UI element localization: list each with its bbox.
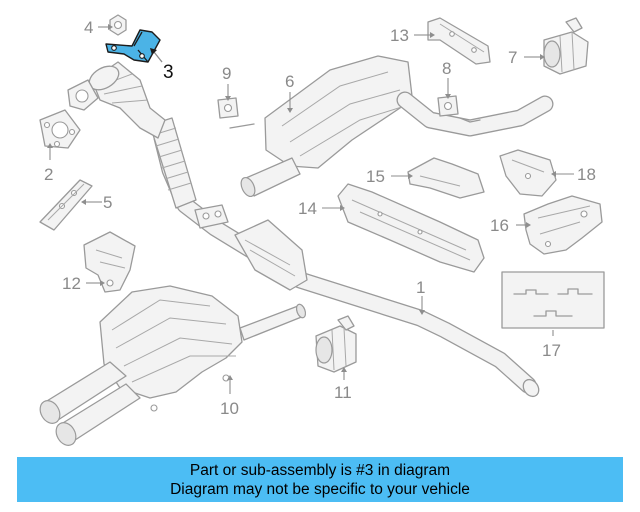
part-16-bracket xyxy=(523,195,603,255)
callout-9: 9 xyxy=(222,64,231,83)
callout-2: 2 xyxy=(44,165,53,184)
callout-3: 3 xyxy=(163,62,174,83)
banner-line-disclaimer: Diagram may not be specific to your vehi… xyxy=(170,481,470,498)
part-14-heat-shield xyxy=(337,183,485,273)
leader-lines xyxy=(47,24,574,394)
callout-1: 1 xyxy=(416,278,425,297)
turbo-gasket xyxy=(67,79,99,111)
callout-16: 16 xyxy=(490,216,509,235)
callout-4: 4 xyxy=(84,18,93,37)
callout-13: 13 xyxy=(390,26,409,45)
part-5-bracket xyxy=(39,179,93,231)
part-8-rubber-hanger xyxy=(437,95,481,123)
banner-line-part-info: Part or sub-assembly is #3 in diagram xyxy=(189,462,451,479)
callout-8: 8 xyxy=(442,59,451,78)
part-4-nut xyxy=(109,14,127,36)
front-pipe xyxy=(88,61,166,139)
part-12-hanger xyxy=(83,231,136,293)
callout-17: 17 xyxy=(542,341,561,360)
part-3-bracket-highlighted xyxy=(105,29,161,63)
callout-12: 12 xyxy=(62,274,81,293)
part-11-clamp xyxy=(315,315,357,373)
part-1-exhaust-pipe xyxy=(149,117,540,398)
part-18-bracket xyxy=(499,149,557,197)
callout-10: 10 xyxy=(220,399,239,418)
callout-11: 11 xyxy=(334,383,352,402)
callout-6: 6 xyxy=(285,72,294,91)
callout-7: 7 xyxy=(508,48,517,67)
part-17-label-sheet xyxy=(501,271,605,329)
part-7-clamp xyxy=(543,17,589,75)
part-13-bracket xyxy=(427,17,491,65)
exhaust-parts-diagram: 1 2 3 4 5 6 7 8 9 10 11 12 13 14 15 16 1… xyxy=(39,14,605,446)
part-6-muffler xyxy=(229,55,554,198)
part-2-gasket xyxy=(39,109,81,149)
part-10-muffler xyxy=(39,285,307,446)
callout-5: 5 xyxy=(103,193,112,212)
callout-18: 18 xyxy=(577,165,596,184)
info-banner: Part or sub-assembly is #3 in diagram Di… xyxy=(17,457,623,502)
callout-14: 14 xyxy=(298,199,317,218)
part-9-rubber-hanger xyxy=(217,97,239,119)
part-15-shield xyxy=(407,157,485,199)
callout-15: 15 xyxy=(366,167,385,186)
